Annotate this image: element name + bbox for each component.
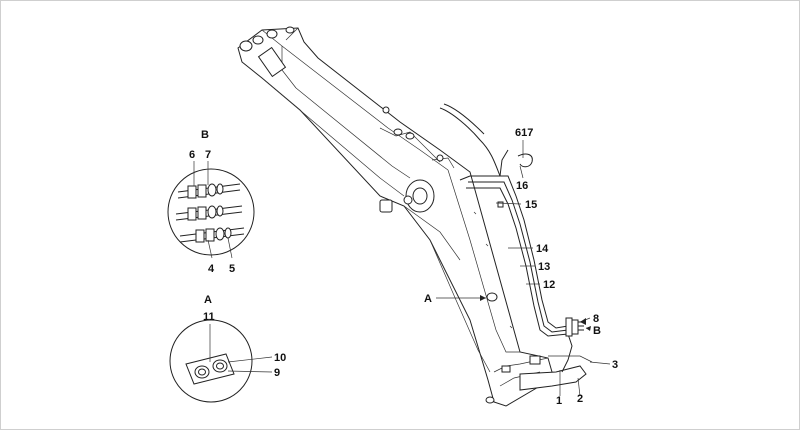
label-13: 13 (538, 261, 550, 273)
label-6: 6 (189, 149, 195, 161)
callout-a: A (424, 293, 432, 305)
label-617: 617 (515, 127, 533, 139)
label-12: 12 (543, 279, 555, 291)
detail-b-view (167, 161, 255, 259)
arrowheads (480, 295, 591, 331)
label-2: 2 (577, 393, 583, 405)
label-11: 11 (203, 311, 215, 323)
detail-b-title: B (201, 129, 209, 141)
label-4: 4 (208, 263, 215, 275)
label-3: 3 (612, 359, 618, 371)
label-7: 7 (205, 149, 211, 161)
label-5: 5 (229, 263, 235, 275)
label-10: 10 (274, 352, 286, 364)
detail-a-view (169, 319, 273, 403)
boom-arm (237, 26, 587, 407)
label-15: 15 (525, 199, 537, 211)
part-labels: B 6 7 4 5 A 11 10 9 617 16 15 14 13 12 A… (189, 127, 618, 407)
label-16: 16 (516, 180, 528, 192)
detail-a-title: A (204, 294, 212, 306)
label-8: 8 (593, 313, 599, 325)
label-9: 9 (274, 367, 280, 379)
label-1: 1 (556, 395, 562, 407)
callout-b: B (593, 325, 601, 337)
label-14: 14 (536, 243, 549, 255)
